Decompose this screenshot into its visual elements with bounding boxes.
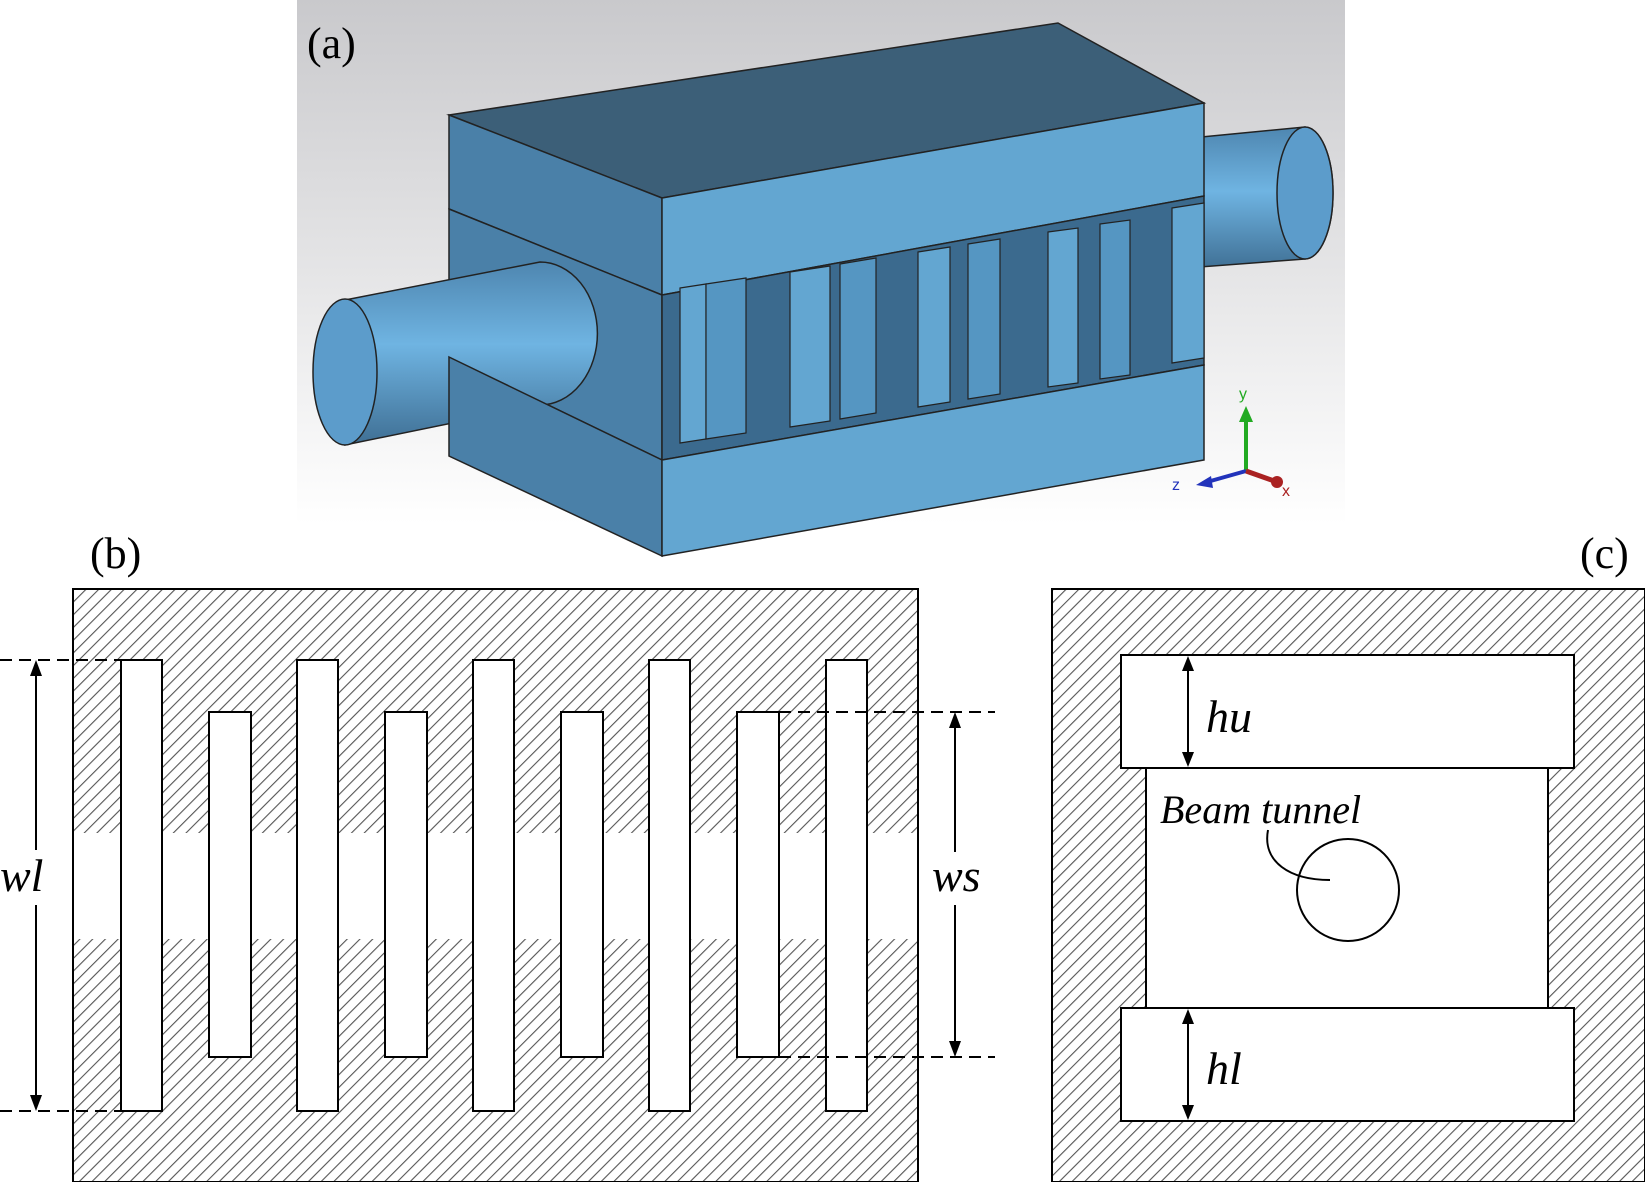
beam-tunnel: Beam tunnel bbox=[1160, 787, 1400, 942]
axis-z-label: z bbox=[1172, 477, 1180, 494]
wl-dimension: wl bbox=[0, 659, 121, 1112]
ws-dimension: ws bbox=[779, 711, 995, 1058]
panel-c-label: (c) bbox=[1580, 529, 1629, 578]
panel-a: (a) bbox=[297, 0, 1345, 558]
long-vane bbox=[296, 659, 339, 1112]
panel-a-label: (a) bbox=[307, 19, 356, 68]
long-vane bbox=[648, 659, 691, 1112]
long-vane bbox=[472, 659, 515, 1112]
long-vanes bbox=[120, 659, 868, 1112]
hu-dimension: hu bbox=[1182, 656, 1252, 767]
short-vane bbox=[208, 711, 252, 1058]
short-vane bbox=[384, 711, 428, 1058]
wl-label: wl bbox=[0, 850, 43, 901]
left-cylinder bbox=[312, 261, 599, 446]
top-block bbox=[446, 22, 1207, 297]
lower-slot bbox=[1120, 1007, 1575, 1122]
hl-dimension: hl bbox=[1182, 1009, 1242, 1120]
axis-triad: y z x bbox=[1172, 386, 1290, 500]
panel-b-label: (b) bbox=[90, 529, 141, 578]
bottom-block bbox=[448, 355, 1205, 558]
hu-label: hu bbox=[1206, 691, 1252, 742]
short-vane bbox=[736, 711, 780, 1058]
axis-x-label: x bbox=[1282, 483, 1290, 500]
axis-y-label: y bbox=[1239, 386, 1247, 403]
ws-label: ws bbox=[932, 850, 981, 901]
long-vane bbox=[120, 659, 163, 1112]
beam-tunnel-circle bbox=[1296, 838, 1400, 942]
short-vane bbox=[560, 711, 604, 1058]
beam-tunnel-leader bbox=[1266, 829, 1331, 881]
short-vanes bbox=[208, 711, 780, 1058]
long-vane bbox=[825, 659, 868, 1112]
panel-b: (b) wl bbox=[0, 529, 995, 1182]
beam-tunnel-label: Beam tunnel bbox=[1160, 787, 1361, 832]
hl-label: hl bbox=[1206, 1043, 1242, 1094]
upper-slot bbox=[1120, 654, 1575, 769]
panel-c: (c) hu hl Beam tunnel bbox=[1051, 529, 1645, 1182]
